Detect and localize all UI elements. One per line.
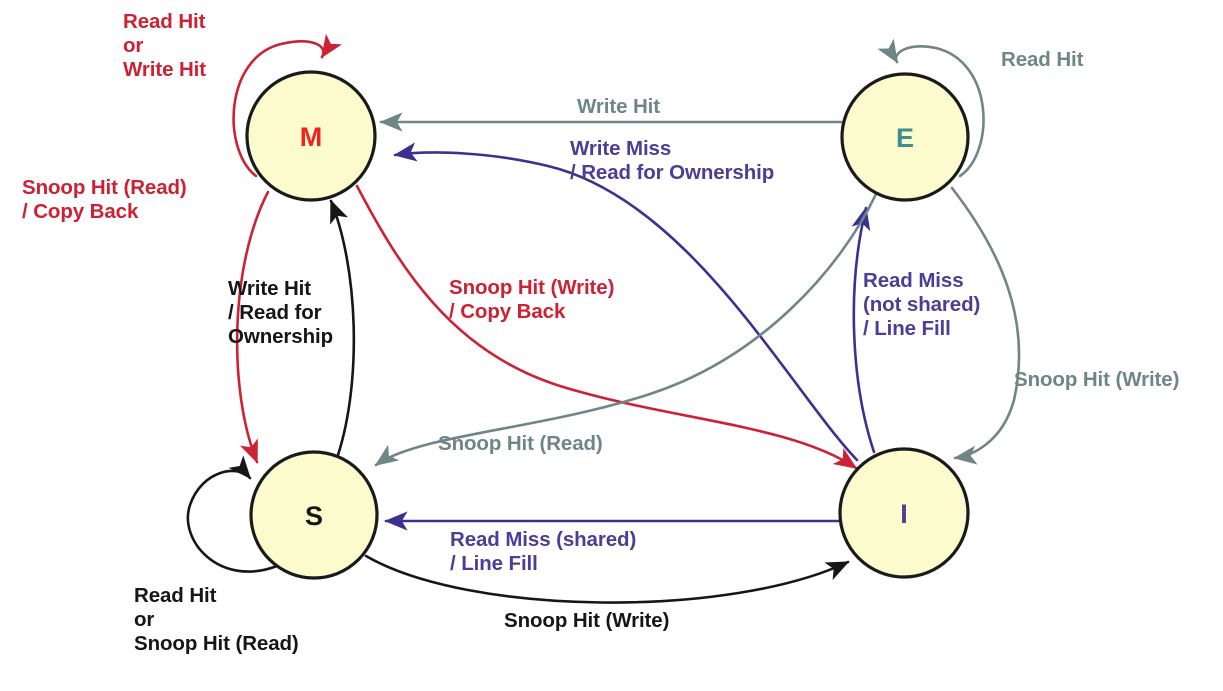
edge-m-self: [232, 33, 342, 178]
edge-label-e-to-s: Snoop Hit (Read): [438, 432, 603, 455]
edge-e-self: [877, 38, 985, 178]
edge-label-i-to-e: Read Miss (not shared) / Line Fill: [863, 269, 981, 340]
edge-label-m-to-s: Snoop Hit (Read) / Copy Back: [22, 176, 187, 223]
edge-label-s-self: Read Hit or Snoop Hit (Read): [134, 584, 299, 655]
edge-s-self: [186, 455, 279, 573]
edge-label-i-to-s: Read Miss (shared) / Line Fill: [450, 528, 637, 575]
edge-label-m-self: Read Hit or Write Hit: [123, 10, 207, 81]
edge-e-to-i: [950, 186, 1021, 465]
edge-e-to-s: [374, 192, 878, 467]
node-s[interactable]: S: [249, 450, 379, 580]
edge-s-to-m: [329, 199, 356, 457]
edge-i-to-e: [851, 206, 876, 454]
node-m[interactable]: M: [245, 70, 377, 202]
node-i-label: I: [900, 499, 908, 529]
edge-m-to-i: [355, 184, 858, 470]
edge-label-e-to-i: Snoop Hit (Write): [1014, 368, 1180, 391]
node-i[interactable]: I: [838, 447, 970, 579]
node-m-label: M: [300, 122, 323, 152]
node-s-label: S: [305, 501, 323, 531]
edge-label-e-to-m: Write Hit: [577, 95, 661, 118]
edge-label-i-to-m: Write Miss / Read for Ownership: [570, 137, 775, 184]
edge-label-s-to-i: Snoop Hit (Write): [504, 609, 670, 632]
node-e-label: E: [896, 123, 914, 153]
edge-m-to-s: [235, 190, 270, 464]
edge-label-s-to-m: Write Hit / Read for Ownership: [228, 277, 334, 348]
edge-label-m-to-i: Snoop Hit (Write) / Copy Back: [449, 276, 615, 323]
node-e[interactable]: E: [840, 72, 970, 202]
edge-label-e-self: Read Hit: [1001, 48, 1084, 71]
edge-i-to-m: [393, 142, 859, 462]
edge-s-to-i: [364, 554, 850, 604]
